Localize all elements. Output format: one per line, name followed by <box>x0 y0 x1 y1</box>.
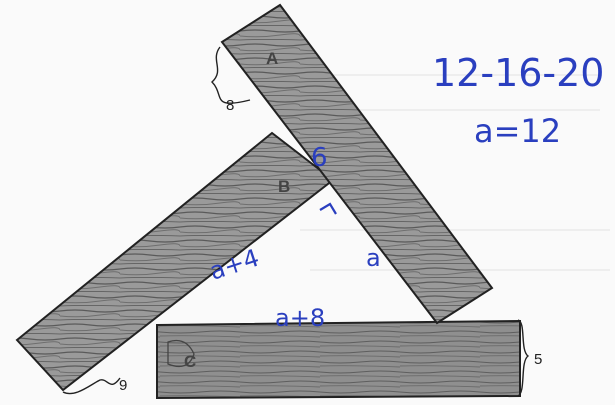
handwritten-solution: a=12 <box>474 112 561 150</box>
right-angle-mark <box>319 202 337 215</box>
plank-c-knot <box>167 339 195 368</box>
handwritten-side-a: a <box>366 244 381 272</box>
plank-c-thickness-label: 5 <box>534 351 542 368</box>
brace-b <box>62 377 121 395</box>
brace-c <box>517 319 530 397</box>
handwritten-side-c: a+8 <box>275 304 325 332</box>
brace-a <box>210 46 251 104</box>
plank-b-letter: B <box>278 177 290 196</box>
plank-b-thickness-label: 9 <box>119 377 127 394</box>
plank-a-thickness-label: 8 <box>226 97 234 114</box>
plank-c <box>156 319 521 400</box>
handwritten-triple: 12-16-20 <box>432 51 604 95</box>
plank-c-letter: C <box>184 352 196 371</box>
plank-a-letter: A <box>266 49 278 68</box>
handwritten-six: 6 <box>311 143 328 173</box>
plank-a <box>220 3 494 325</box>
